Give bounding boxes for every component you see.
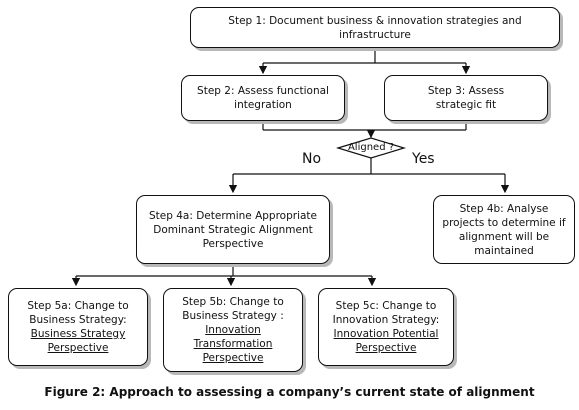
step5b-perspective: Innovation Transformation Perspective xyxy=(193,324,273,364)
step1-text: Step 1: Document business & innovation s… xyxy=(228,14,522,41)
step4a-text: Step 4a: Determine Appropriate Dominant … xyxy=(148,209,318,250)
step5b-box: Step 5b: Change to Business Strategy : I… xyxy=(163,288,303,372)
step1-box: Step 1: Document business & innovation s… xyxy=(190,7,560,48)
decision-yes-label: Yes xyxy=(412,151,435,167)
step2-box: Step 2: Assess functional integration xyxy=(181,75,345,121)
step5c-prefix: Step 5c: Change to Innovation Strategy: xyxy=(332,300,440,326)
step4b-text: Step 4b: Analyse projects to determine i… xyxy=(442,202,566,257)
step3-text: Step 3: Assess strategic fit xyxy=(427,85,505,111)
step5a-box: Step 5a: Change to Business Strategy: Bu… xyxy=(8,288,148,366)
step3-box: Step 3: Assess strategic fit xyxy=(384,75,548,121)
step5c-box: Step 5c: Change to Innovation Strategy: … xyxy=(318,288,454,366)
step4b-box: Step 4b: Analyse projects to determine i… xyxy=(433,195,575,264)
step2-text: Step 2: Assess functional integration xyxy=(197,85,329,111)
decision-diamond xyxy=(335,137,407,159)
figure-caption: Figure 2: Approach to assessing a compan… xyxy=(44,385,535,399)
decision-question: Aligned ? xyxy=(347,142,395,153)
step4a-box: Step 4a: Determine Appropriate Dominant … xyxy=(136,195,330,264)
step5c-perspective: Innovation Potential Perspective xyxy=(333,328,439,354)
step5a-prefix: Step 5a: Change to Business Strategy: xyxy=(27,300,129,326)
decision-no-label: No xyxy=(302,151,322,167)
step5b-prefix: Step 5b: Change to Business Strategy : xyxy=(182,296,284,322)
step5a-perspective: Business Strategy Perspective xyxy=(30,328,126,354)
